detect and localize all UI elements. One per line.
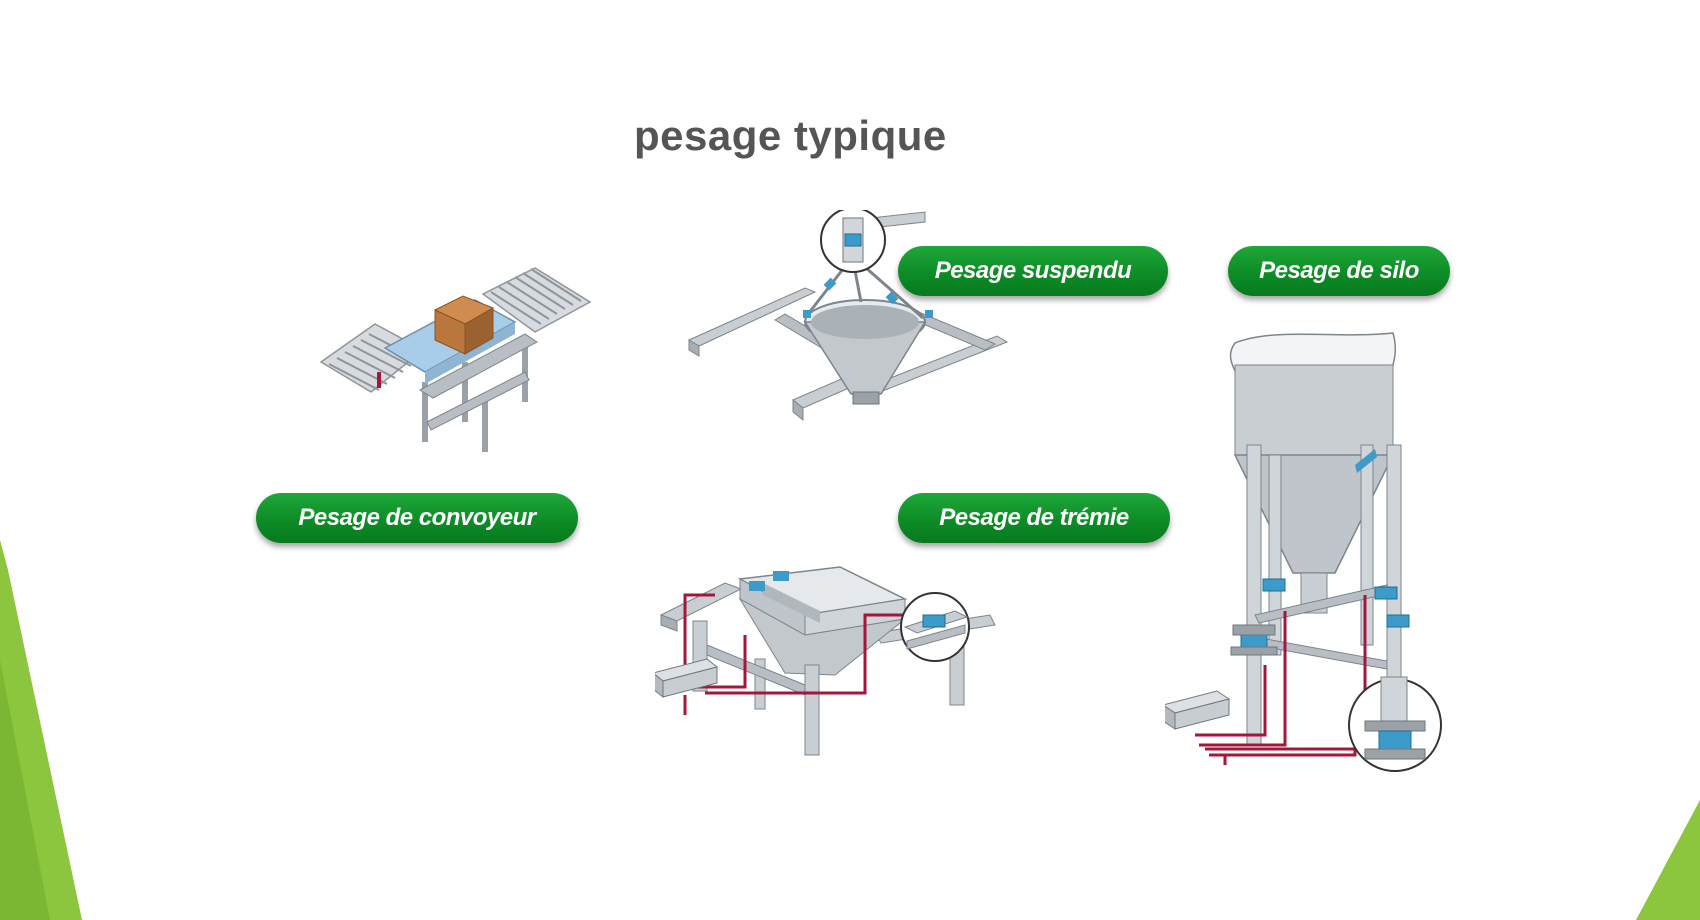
label-suspended-weighing: Pesage suspendu (898, 246, 1168, 296)
slide-title: pesage typique (634, 112, 947, 159)
label-hopper-weighing: Pesage de trémie (898, 493, 1170, 543)
corner-decoration-right (1636, 800, 1700, 920)
suspended-scale-illustration (687, 210, 1009, 422)
label-conveyor-weighing: Pesage de convoyeur (256, 493, 578, 543)
conveyor-scale-illustration (319, 267, 592, 452)
silo-scale-illustration (1165, 332, 1442, 772)
hopper-scale-illustration (655, 566, 996, 756)
label-silo-weighing: Pesage de silo (1228, 246, 1450, 296)
corner-decoration-left (0, 540, 82, 920)
